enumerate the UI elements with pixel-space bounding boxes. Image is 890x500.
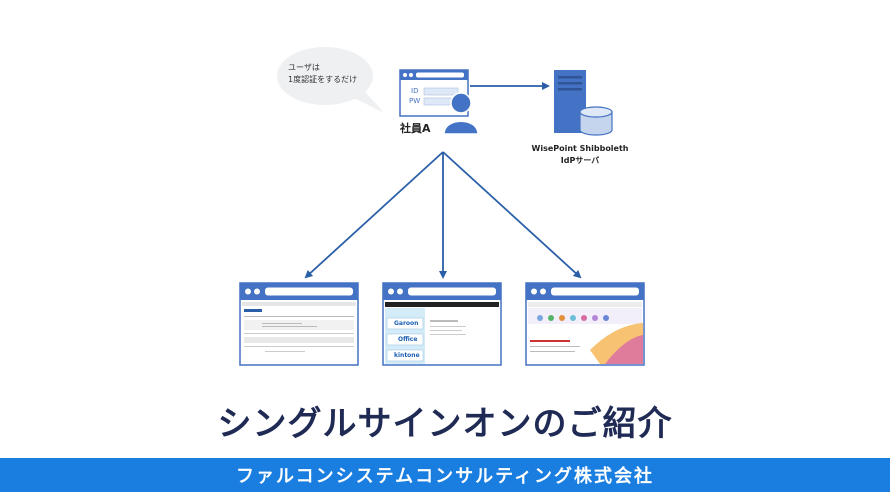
app-browser-1 (239, 282, 359, 366)
app2-item-3: kintone (394, 352, 420, 359)
page-title: シングルサインオンのご紹介 (217, 404, 673, 444)
company-name: ファルコンシステムコンサルティング株式会社 (235, 466, 655, 487)
database-cylinder-icon (579, 106, 613, 136)
server-label: WisePoint Shibboleth IdPサーバ (520, 143, 640, 167)
bubble-line-1: ユーザは (288, 63, 320, 72)
app2-item-1: Garoon (394, 320, 419, 327)
id-field-label: ID (411, 87, 419, 95)
app-browser-3 (525, 282, 645, 366)
footer-bar: ファルコンシステムコンサルティング株式会社 (0, 458, 890, 492)
speech-bubble-text: ユーザは 1度認証をするだけ (288, 62, 357, 86)
app2-item-2: Office (398, 336, 418, 343)
user-label: 社員A (400, 122, 431, 135)
user-person-icon (443, 92, 479, 135)
sso-diagram (239, 47, 645, 366)
arrow-to-app-1 (304, 151, 444, 279)
app-browser-2 (382, 282, 502, 366)
arrow-to-app-3 (442, 151, 582, 279)
speech-bubble-icon (277, 47, 384, 113)
bubble-line-2: 1度認証をするだけ (288, 75, 358, 84)
server-label-line-1: WisePoint Shibboleth (531, 144, 629, 153)
server-label-line-2: IdPサーバ (560, 156, 600, 165)
pw-field-label: PW (409, 97, 421, 105)
